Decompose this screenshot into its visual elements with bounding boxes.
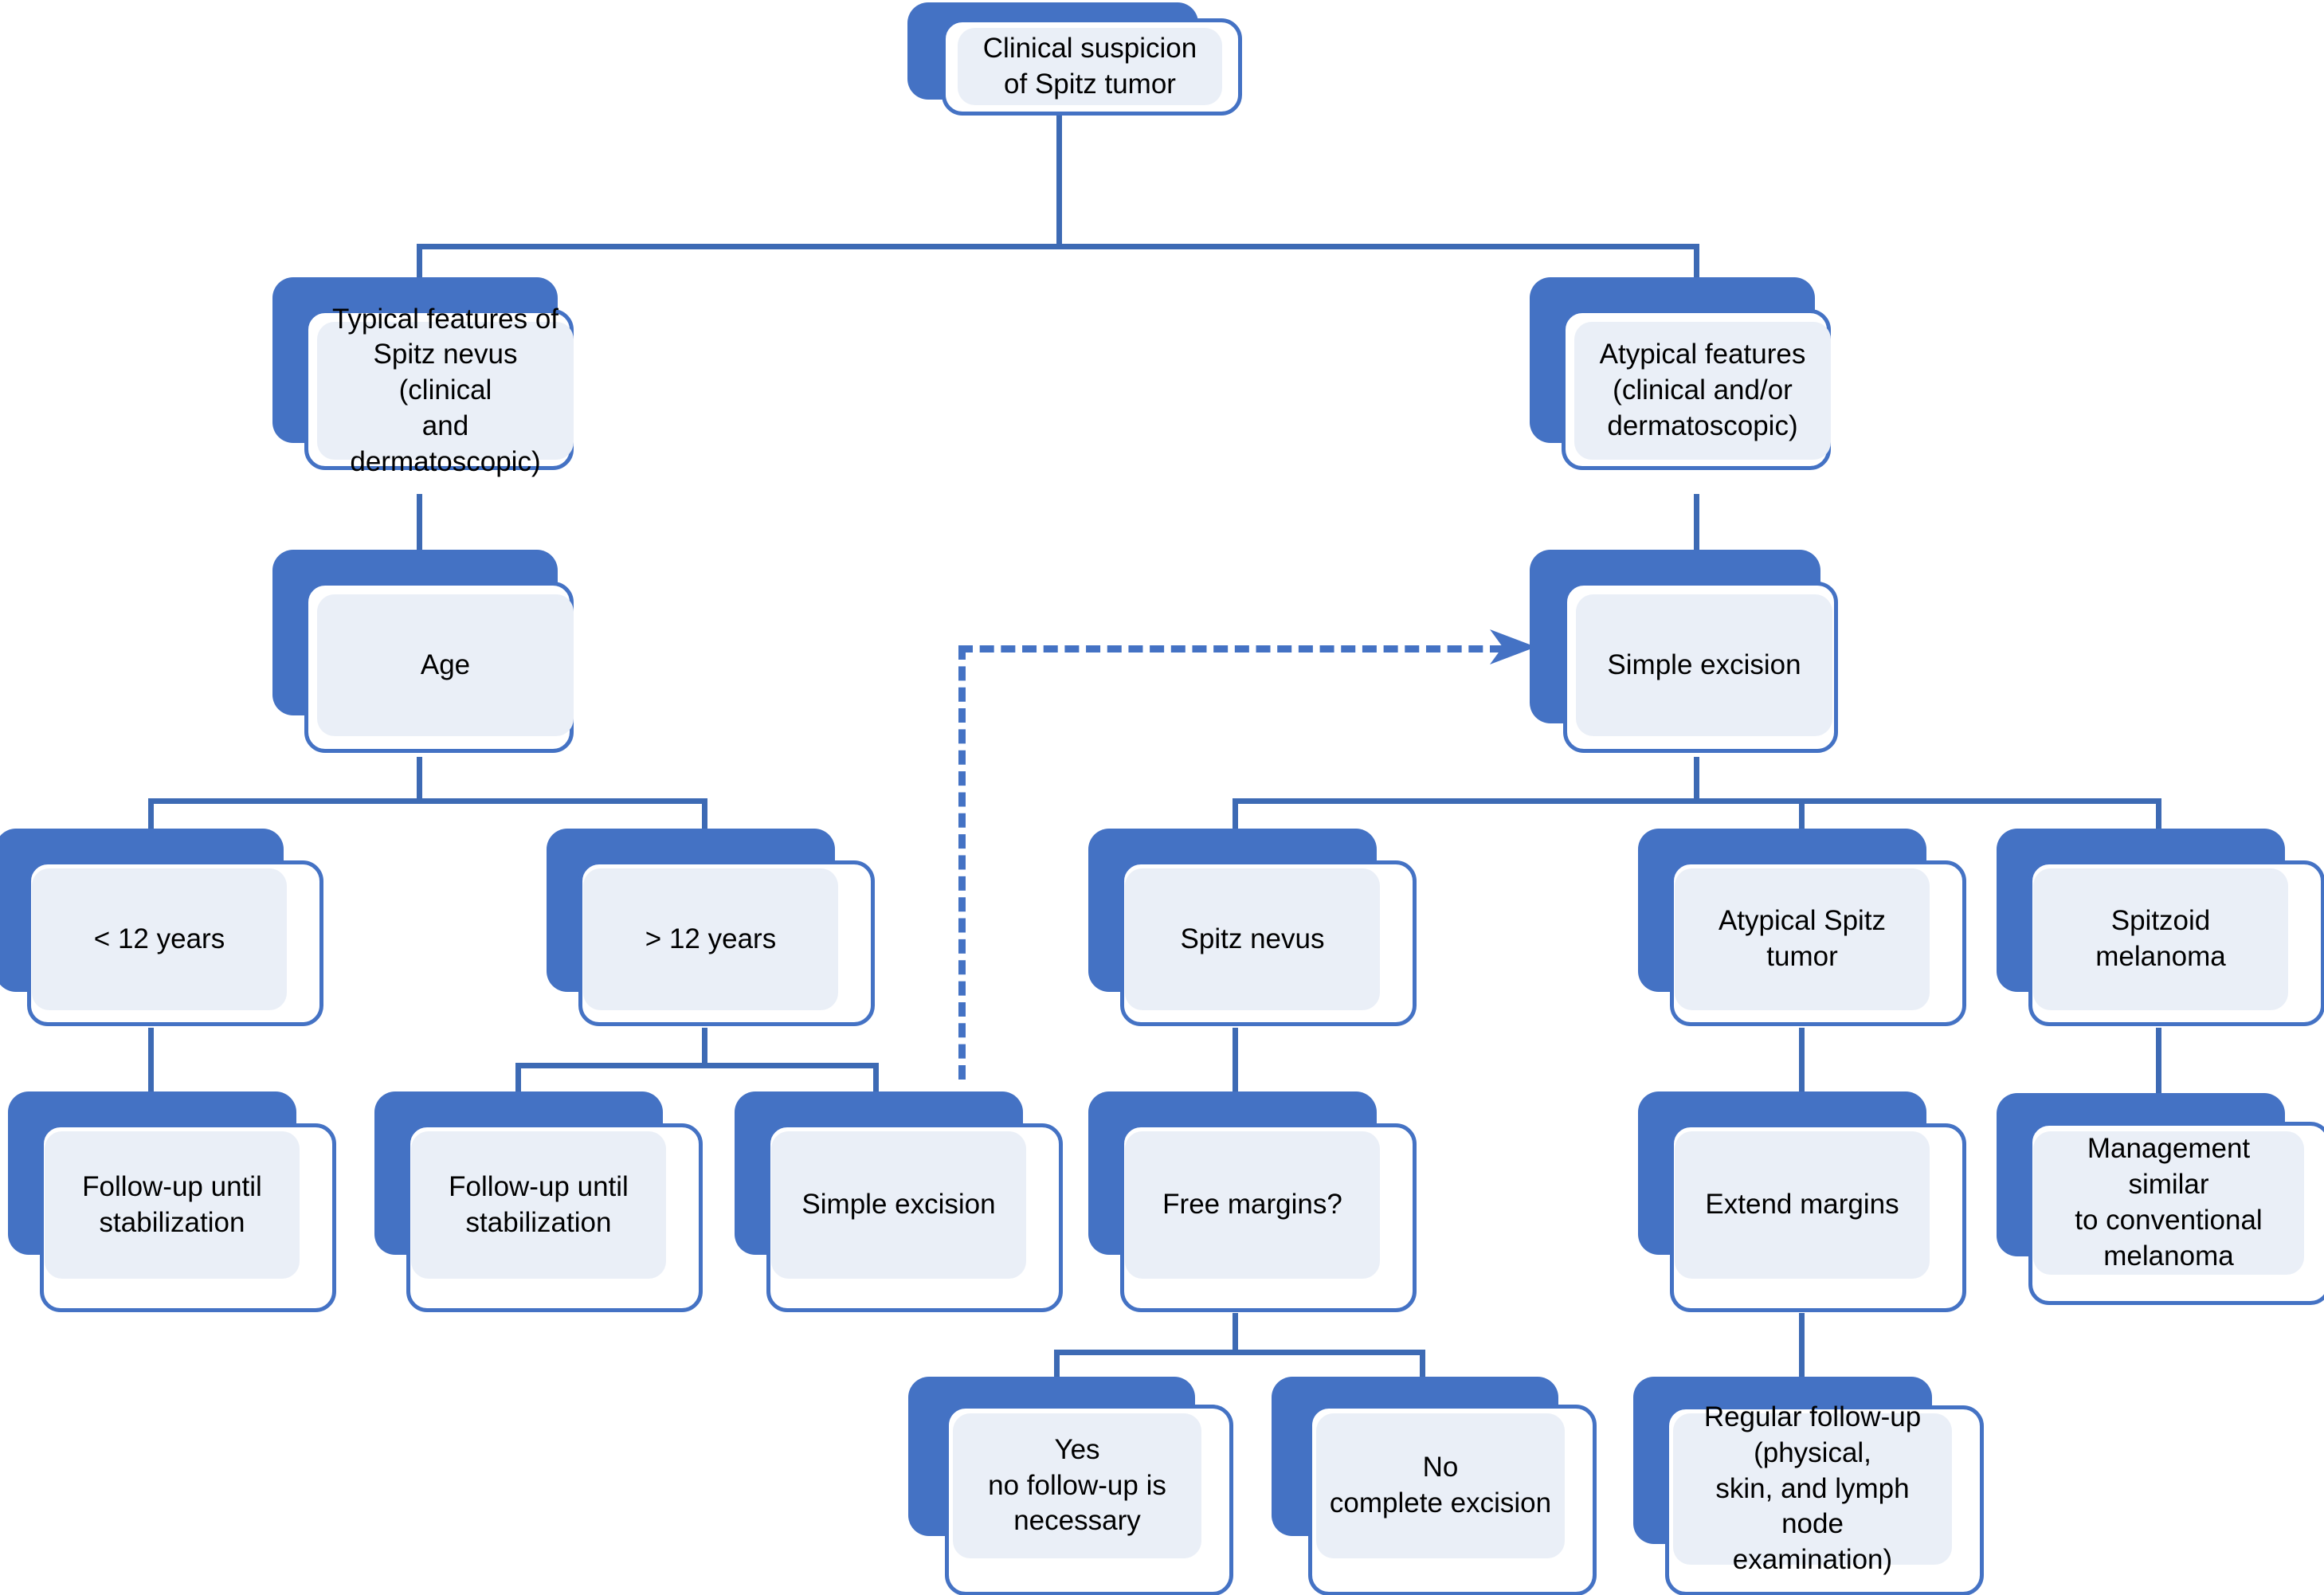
node-panel: Simple excision: [771, 1131, 1026, 1279]
node-panel: Spitz nevus: [1125, 868, 1380, 1010]
edge-free-margins-stem: [1233, 1313, 1238, 1353]
node-panel: Follow-up until stabilization: [411, 1131, 666, 1279]
node-simple-excision-right[interactable]: Simple excision: [1530, 550, 1872, 765]
edge-atypical-spitz-to-extend: [1799, 1028, 1805, 1115]
node-label: Age: [420, 649, 471, 680]
edge-typical-to-age: [417, 494, 422, 588]
edge-free-margins-to-no: [1420, 1350, 1425, 1397]
node-panel: Yes no follow-up is necessary: [953, 1413, 1201, 1558]
edge-over12-split-bar: [515, 1063, 878, 1068]
node-label: Spitz nevus: [1180, 923, 1325, 954]
node-panel: Atypical features (clinical and/or derma…: [1574, 322, 1831, 460]
edge-extend-to-regular-followup: [1799, 1313, 1805, 1397]
node-label: Clinical suspicion of Spitz tumor: [982, 32, 1197, 100]
edge-root-stem: [1056, 116, 1062, 247]
node-label: Follow-up until stabilization: [449, 1170, 629, 1238]
node-panel: Extend margins: [1675, 1131, 1930, 1279]
edge-excision-to-spitz-nevus: [1233, 798, 1238, 837]
edge-dashed-vertical: [958, 645, 966, 1080]
dashed-arrow-head: [1490, 629, 1536, 664]
node-atypical-spitz-tumor[interactable]: Atypical Spitz tumor: [1638, 829, 1973, 1028]
node-panel: Simple excision: [1576, 594, 1832, 736]
node-label: Management similar to conventional melan…: [2075, 1133, 2263, 1272]
node-label: < 12 years: [93, 923, 225, 954]
edge-dashed-horizontal: [958, 645, 1504, 652]
node-label: Atypical features (clinical and/or derma…: [1599, 339, 1806, 441]
node-under-12-years[interactable]: < 12 years: [0, 829, 330, 1028]
node-label: > 12 years: [645, 923, 777, 954]
node-panel: Regular follow-up (physical, skin, and l…: [1673, 1401, 1952, 1575]
node-label: Atypical Spitz tumor: [1718, 905, 1887, 972]
node-label: Simple excision: [801, 1189, 996, 1221]
edge-over12-to-simple-excision: [873, 1063, 879, 1112]
node-panel: Management similar to conventional melan…: [2033, 1131, 2304, 1275]
node-panel: Atypical Spitz tumor: [1675, 868, 1930, 1010]
node-label: Extend margins: [1705, 1189, 1899, 1221]
node-label: Spitzoid melanoma: [2095, 905, 2226, 972]
node-spitzoid-melanoma[interactable]: Spitzoid melanoma: [1997, 829, 2324, 1028]
edge-root-split-bar: [417, 244, 1699, 249]
node-atypical-features[interactable]: Atypical features (clinical and/or derma…: [1530, 277, 1874, 494]
edge-spitzoid-to-mgmt: [2156, 1028, 2161, 1101]
node-management-similar-melanoma[interactable]: Management similar to conventional melan…: [1997, 1093, 2324, 1308]
edge-over12-to-followup-b: [515, 1063, 521, 1112]
node-panel: Follow-up until stabilization: [45, 1131, 300, 1279]
node-panel: No complete excision: [1316, 1413, 1565, 1558]
node-over-12-years[interactable]: > 12 years: [547, 829, 881, 1028]
node-spitz-nevus[interactable]: Spitz nevus: [1088, 829, 1423, 1028]
edge-age-to-under12: [148, 798, 154, 837]
node-label: Regular follow-up (physical, skin, and l…: [1703, 1401, 1922, 1576]
edge-age-stem: [417, 757, 422, 802]
node-simple-excision-left[interactable]: Simple excision: [735, 1091, 1069, 1315]
edge-atypical-to-excision: [1694, 494, 1699, 588]
node-typical-features[interactable]: Typical features of Spitz nevus (clinica…: [272, 277, 617, 494]
node-no-complete-excision[interactable]: No complete excision: [1272, 1377, 1606, 1595]
edge-excision-to-atypical-spitz: [1799, 798, 1805, 837]
node-label: Free margins?: [1162, 1189, 1342, 1221]
node-panel: > 12 years: [583, 868, 838, 1010]
node-label: Simple excision: [1607, 649, 1801, 680]
node-age[interactable]: Age: [272, 550, 607, 765]
node-regular-followup[interactable]: Regular follow-up (physical, skin, and l…: [1633, 1377, 2000, 1595]
node-label: Yes no follow-up is necessary: [988, 1433, 1166, 1537]
edge-root-to-typical: [417, 244, 422, 309]
edge-free-margins-split-bar: [1054, 1350, 1425, 1355]
node-panel: < 12 years: [32, 868, 287, 1010]
node-followup-stabilization-a[interactable]: Follow-up until stabilization: [8, 1091, 343, 1315]
node-yes-no-followup[interactable]: Yes no follow-up is necessary: [908, 1377, 1243, 1595]
node-root[interactable]: Clinical suspicion of Spitz tumor: [907, 2, 1242, 116]
edge-root-to-atypical: [1694, 244, 1699, 309]
edge-excision-stem: [1694, 757, 1699, 802]
edge-over12-stem: [702, 1028, 707, 1066]
node-panel: Free margins?: [1125, 1131, 1380, 1279]
node-free-margins[interactable]: Free margins?: [1088, 1091, 1423, 1315]
node-label: Typical features of Spitz nevus (clinica…: [331, 303, 559, 477]
node-panel: Age: [317, 594, 574, 736]
node-panel: Spitzoid melanoma: [2033, 868, 2288, 1010]
edge-age-split-bar: [148, 798, 707, 804]
node-followup-stabilization-b[interactable]: Follow-up until stabilization: [374, 1091, 709, 1315]
node-extend-margins[interactable]: Extend margins: [1638, 1091, 1973, 1315]
node-panel: Typical features of Spitz nevus (clinica…: [317, 304, 574, 477]
edge-excision-split-bar: [1233, 798, 2161, 804]
edge-spitz-nevus-to-free-margins: [1233, 1028, 1238, 1115]
node-label: No complete excision: [1329, 1452, 1552, 1519]
edge-excision-to-spitzoid-mel: [2156, 798, 2161, 837]
edge-free-margins-to-yes: [1054, 1350, 1060, 1397]
node-panel: Clinical suspicion of Spitz tumor: [958, 28, 1222, 105]
edge-age-to-over12: [702, 798, 707, 837]
edge-under12-to-followup: [148, 1028, 154, 1115]
node-label: Follow-up until stabilization: [82, 1170, 262, 1238]
